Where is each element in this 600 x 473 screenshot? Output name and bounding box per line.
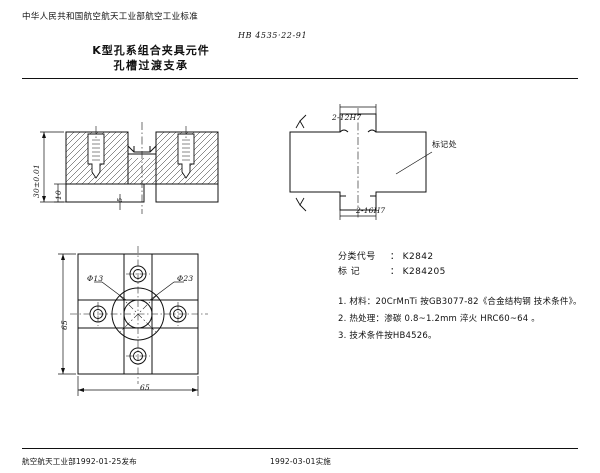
drawing-title: K型孔系组合夹具元件 孔槽过渡支承 bbox=[66, 43, 236, 73]
technical-note: 3. 技术条件按HB4526。 bbox=[338, 331, 437, 341]
dim-step: 5 bbox=[116, 197, 124, 202]
classification-category-row: 分类代号： K2842 bbox=[338, 250, 588, 265]
classification-mark-label: 标 记 bbox=[338, 267, 361, 277]
title-line-2: 孔槽过渡支承 bbox=[113, 59, 189, 72]
front-section-view bbox=[22, 110, 242, 240]
notes-block: 分类代号： K2842 标 记： K284205 1. 材料：20CrMnTi … bbox=[338, 250, 588, 345]
technical-note: 2. 热处理：渗碳 0.8~1.2mm 淬火 HRC60~64 。 bbox=[338, 314, 541, 324]
bottom-plan-view bbox=[50, 244, 240, 409]
label-lower-hole: 2-16H7 bbox=[356, 206, 386, 215]
classification-category-value: K2842 bbox=[402, 252, 434, 262]
footer-effective-date: 1992-03-01实施 bbox=[270, 457, 331, 466]
dim-inner-height: 10 bbox=[54, 190, 63, 200]
footer-divider bbox=[22, 448, 578, 449]
standard-organization: 中华人民共和国航空航天工业部航空工业标准 bbox=[22, 12, 199, 22]
technical-note: 1. 材料：20CrMnTi 按GB3077-82《合金结构钢 技术条件》。 bbox=[338, 297, 582, 307]
footer-issuer: 航空航天工业部1992-01-25发布 bbox=[22, 457, 137, 466]
dim-plan-width: 65 bbox=[140, 383, 150, 392]
technical-notes-list: 1. 材料：20CrMnTi 按GB3077-82《合金结构钢 技术条件》。 2… bbox=[338, 294, 588, 345]
label-mark-location: 标记处 bbox=[432, 140, 457, 149]
standard-number: HB 4535·22-91 bbox=[238, 31, 308, 40]
classification-category-label: 分类代号 bbox=[338, 252, 376, 262]
label-upper-hole: 2-12H7 bbox=[332, 113, 362, 122]
title-line-1: K型孔系组合夹具元件 bbox=[92, 44, 210, 57]
label-small-hole: Φ13 bbox=[87, 274, 104, 283]
classification-mark-value: K284205 bbox=[402, 267, 446, 277]
dim-plan-height: 65 bbox=[60, 320, 69, 330]
header-divider bbox=[22, 78, 578, 79]
top-view bbox=[278, 104, 478, 222]
label-large-hole: Φ23 bbox=[177, 274, 194, 283]
dim-overall-height: 30±0.01 bbox=[32, 164, 41, 198]
classification-mark-row: 标 记： K284205 bbox=[338, 265, 588, 280]
